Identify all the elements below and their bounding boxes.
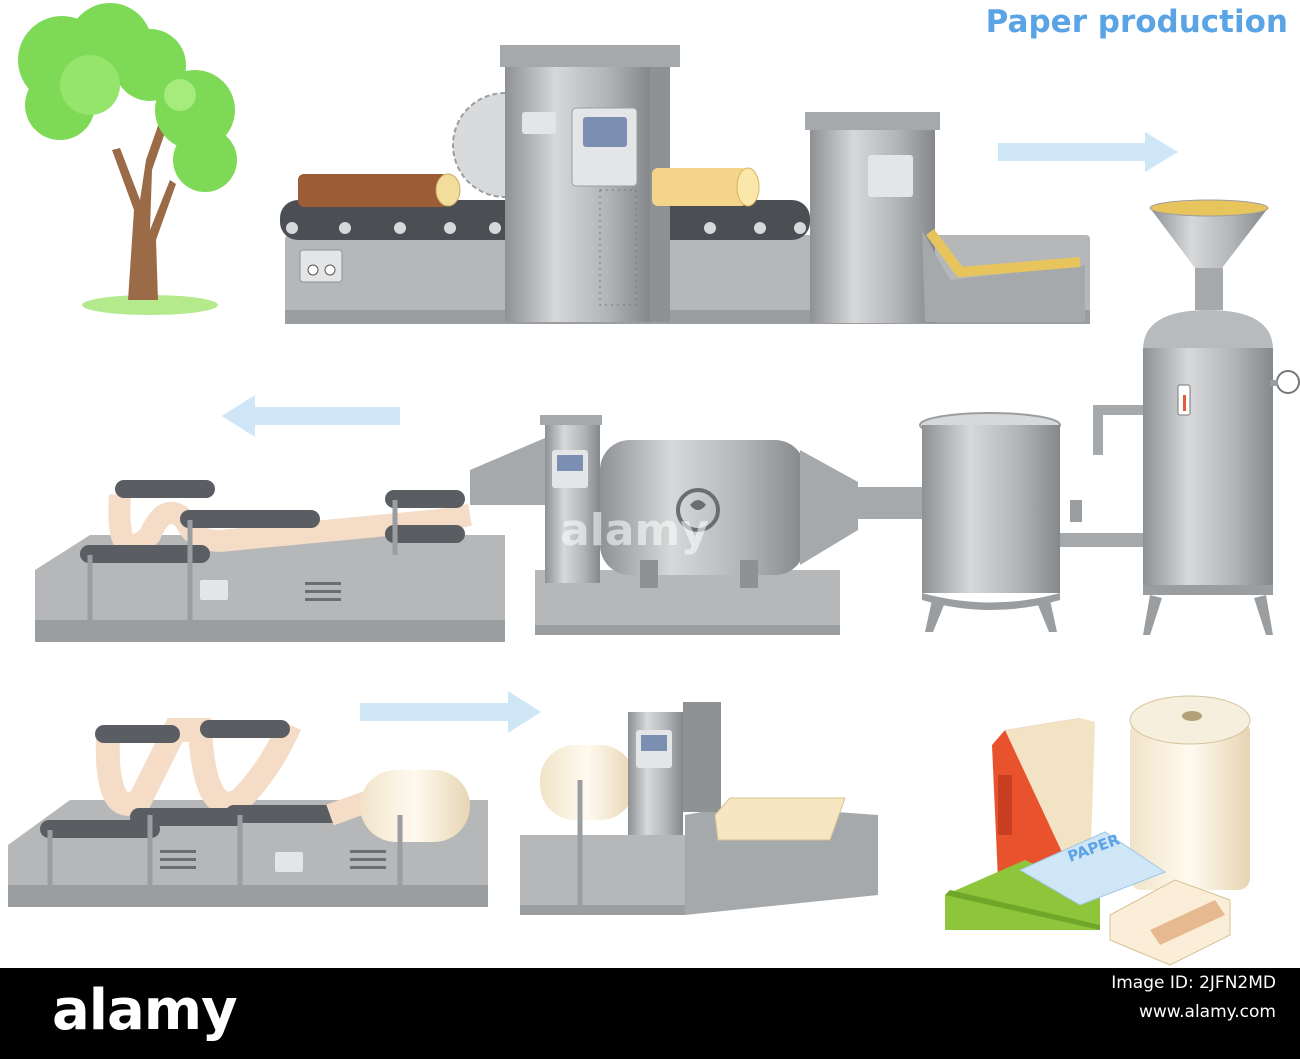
- paper-production-diagram: PAPER Paper production alamy: [8, 3, 1300, 966]
- control-panel-icon: [552, 450, 588, 488]
- fan-icon: [676, 488, 720, 532]
- image-id-label: Image ID: 2JFN2MD: [1111, 973, 1276, 993]
- rolling-machine: [8, 718, 488, 907]
- arrow-left-icon: [222, 395, 400, 437]
- refiner-machine: [470, 415, 858, 635]
- alamy-logo: alamy: [52, 978, 238, 1043]
- arrow-right-icon: [360, 691, 541, 733]
- control-panel-icon: [636, 730, 672, 768]
- log-icon: [298, 173, 461, 207]
- tree-icon: [18, 3, 237, 315]
- pressure-gauge-icon: [1270, 370, 1300, 394]
- sawmill-machine: [280, 45, 1090, 324]
- image-url: www.alamy.com: [1138, 1002, 1276, 1022]
- footer-bar: alamy Image ID: 2JFN2MD www.alamy.com: [0, 968, 1300, 1059]
- digester-tank: [1060, 199, 1300, 635]
- pulp-vat: [858, 412, 1061, 632]
- watermark: alamy: [560, 505, 709, 556]
- diagram-title: Paper production: [986, 4, 1288, 40]
- paper-products: PAPER: [945, 695, 1251, 966]
- alamy-logo-text: alamy: [52, 978, 238, 1043]
- arrow-right-icon: [998, 132, 1178, 172]
- cutting-machine: [520, 702, 878, 915]
- thermometer-icon: [1177, 384, 1191, 416]
- paper-forming-machine: [35, 480, 505, 642]
